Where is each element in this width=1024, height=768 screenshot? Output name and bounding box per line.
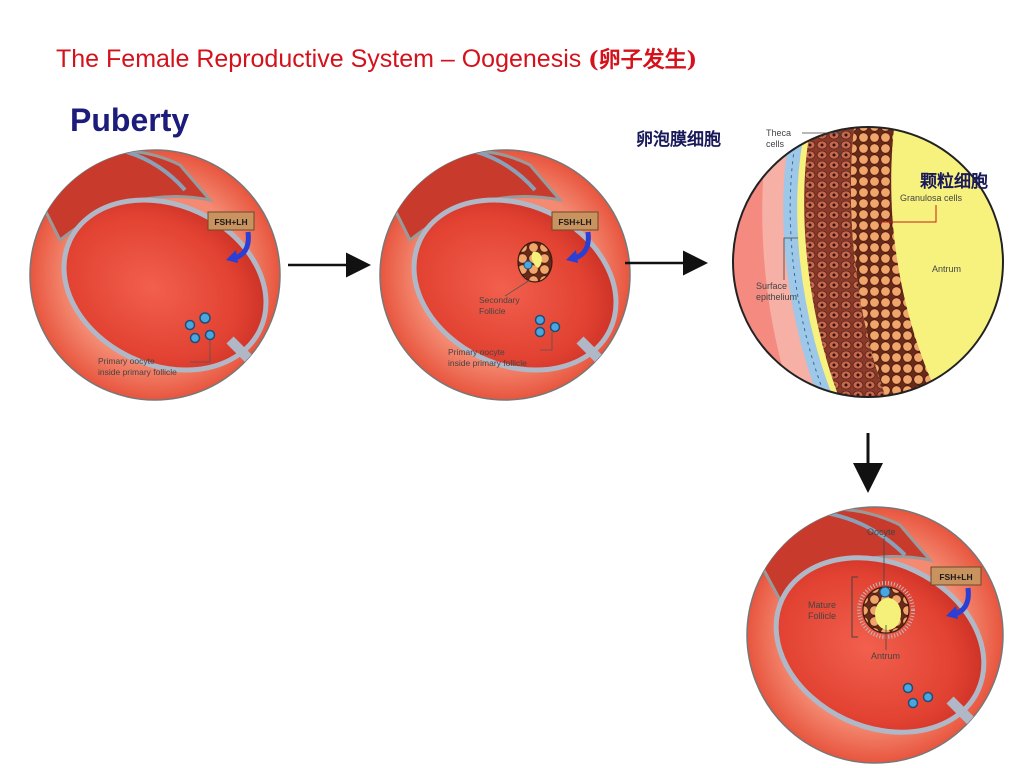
primary-oocytes (534, 314, 561, 338)
hormone-arrowhead-icon (566, 250, 578, 263)
antrum-label: Antrum (932, 264, 961, 274)
antrum-label: Antrum (871, 651, 900, 661)
follicle-label-line2: Follicle (479, 306, 506, 316)
ovary-body (411, 197, 619, 373)
panel2-label-line2: inside primary follicle (448, 358, 527, 368)
mature-label-line1: Mature (808, 600, 836, 610)
slide-subtitle: Puberty (70, 102, 190, 138)
theca-cn-label: 卵泡膜细胞 (636, 129, 721, 150)
hormone-arrowhead-icon (226, 250, 238, 263)
granulosa-label: Granulosa cells (900, 193, 963, 203)
ovary-body (773, 555, 987, 735)
granulosa-cn-label: 颗粒细胞 (920, 171, 988, 192)
title-chinese: (卵子发生) (588, 47, 698, 73)
mature-follicle (857, 581, 915, 639)
panel1-label-line2: inside primary follicle (98, 367, 177, 377)
panel-secondary-follicle: Secondary Follicle FSH+LH Primary oocyte… (379, 149, 631, 401)
theca-label-line1: Theca (766, 128, 791, 138)
theca-label-line2: cells (766, 139, 785, 149)
svg-text:FSH+LH: FSH+LH (214, 217, 247, 227)
panel2-label-line1: Primary oocyte (448, 347, 505, 357)
hormone-badge: FSH+LH (551, 211, 599, 231)
svg-text:FSH+LH: FSH+LH (558, 217, 591, 227)
hormone-badge: FSH+LH (207, 211, 255, 231)
mature-label-line2: Follicle (808, 611, 836, 621)
secondary-follicle (517, 241, 553, 283)
primary-oocytes (184, 312, 216, 344)
follicle-label-line1: Secondary (479, 295, 520, 305)
panel-follicle-tissue: 卵泡膜细胞 Theca cells 颗粒细胞 Granulosa cells A… (636, 126, 1004, 398)
panel-primary-follicles: FSH+LH Primary oocyte inside primary fol… (29, 149, 281, 401)
slide-title: The Female Reproductive System – Oogenes… (56, 42, 697, 74)
panel-mature-follicle: Oocyte Mature Follicle Antrum FSH+LH (746, 506, 1004, 764)
panel1-label-line1: Primary oocyte (98, 356, 155, 366)
svg-text:FSH+LH: FSH+LH (939, 572, 972, 582)
primary-oocytes (902, 682, 934, 709)
surface-label-line2: epithelium (756, 292, 797, 302)
hormone-arrowhead-icon (946, 606, 958, 619)
hormone-badge: FSH+LH (930, 566, 982, 586)
oocyte-label: Oocyte (867, 527, 896, 537)
title-english: The Female Reproductive System – Oogenes… (56, 45, 582, 73)
ovary-body (61, 197, 269, 373)
surface-label-line1: Surface (756, 281, 787, 291)
